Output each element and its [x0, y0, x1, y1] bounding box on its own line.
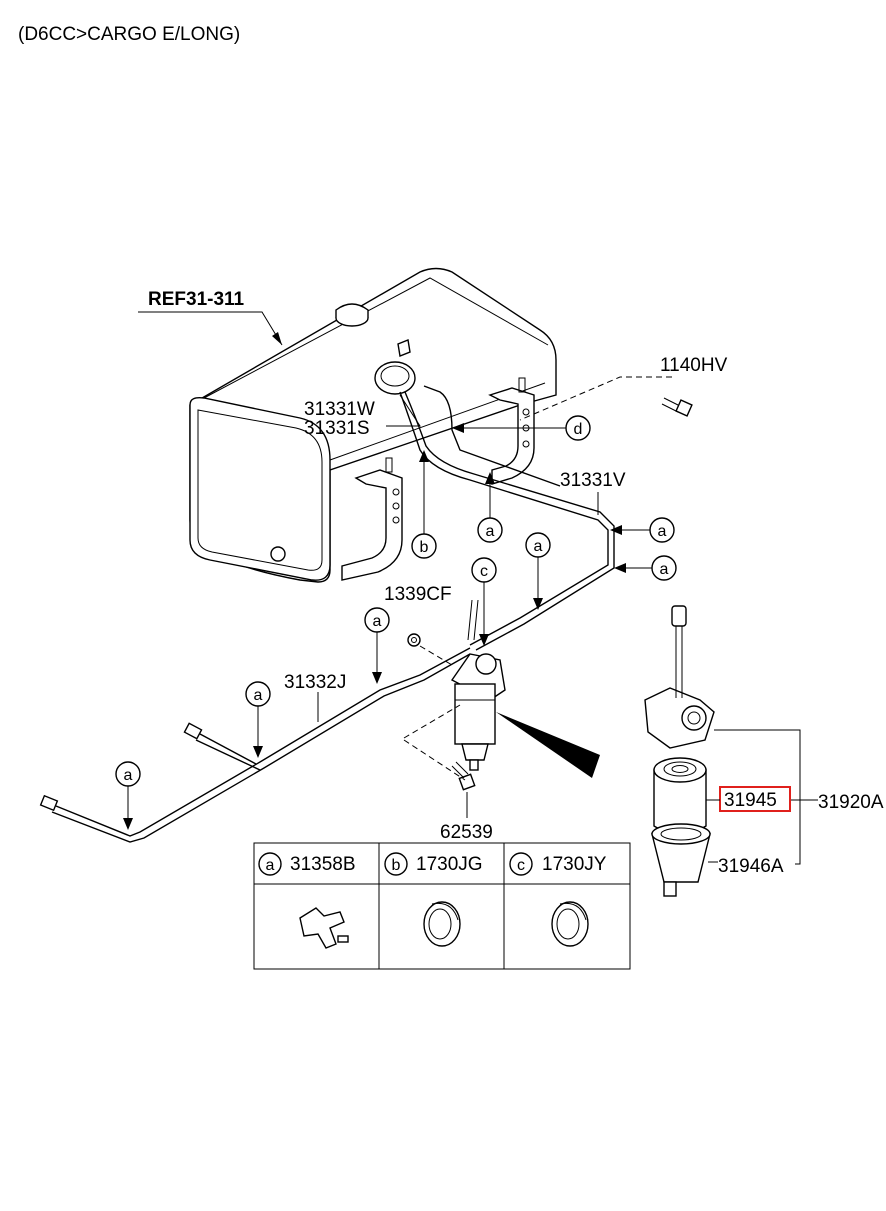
- label-31920A[interactable]: 31920A: [818, 792, 884, 813]
- svg-text:a: a: [660, 561, 669, 578]
- svg-text:a: a: [124, 767, 133, 784]
- legend-item-a[interactable]: a 31358B: [258, 852, 356, 949]
- label-31331V[interactable]: 31331V: [560, 470, 626, 491]
- legend-item-c[interactable]: c 1730JY: [509, 852, 607, 947]
- model-title: (D6CC>CARGO E/LONG): [18, 24, 240, 45]
- svg-text:d: d: [574, 421, 583, 438]
- svg-text:a: a: [373, 613, 382, 630]
- callout-a-6[interactable]: a: [245, 681, 271, 707]
- svg-text:c: c: [480, 563, 488, 580]
- svg-text:31358B: 31358B: [290, 854, 356, 875]
- fuel-filter-assembly[interactable]: [450, 599, 506, 771]
- callout-d[interactable]: d: [565, 415, 591, 441]
- svg-text:a: a: [658, 523, 667, 540]
- callout-b[interactable]: b: [411, 533, 437, 559]
- ref-label[interactable]: REF31-311: [148, 289, 245, 310]
- clamp-31358B-icon: [299, 907, 349, 949]
- callout-c[interactable]: c: [471, 557, 497, 583]
- callout-a-2[interactable]: a: [649, 517, 675, 543]
- label-1339CF[interactable]: 1339CF: [384, 584, 452, 605]
- svg-text:b: b: [420, 539, 429, 556]
- svg-text:a: a: [486, 523, 495, 540]
- grommet-1730JG-icon: [423, 901, 461, 947]
- filter-head[interactable]: [644, 605, 715, 749]
- svg-text:c: c: [517, 857, 525, 874]
- svg-text:a: a: [266, 857, 275, 874]
- svg-text:a: a: [534, 538, 543, 555]
- bolt-1140HV[interactable]: [661, 397, 693, 417]
- label-31331S[interactable]: 31331S: [304, 418, 370, 439]
- tank-bracket-front: [341, 457, 403, 581]
- label-62539[interactable]: 62539: [440, 822, 493, 843]
- svg-text:b: b: [392, 857, 401, 874]
- label-31332J[interactable]: 31332J: [284, 672, 346, 693]
- callout-a-1[interactable]: a: [477, 517, 503, 543]
- callout-a-7[interactable]: a: [115, 761, 141, 787]
- svg-text:1730JG: 1730JG: [416, 854, 483, 875]
- label-31331W[interactable]: 31331W: [304, 399, 375, 420]
- legend-item-b[interactable]: b 1730JG: [384, 852, 483, 947]
- filler-cap[interactable]: [335, 303, 369, 327]
- fuel-tank[interactable]: [189, 267, 557, 583]
- legend-table: a 31358B b 1730JG c 1730JY: [253, 842, 631, 970]
- callout-a-5[interactable]: a: [364, 607, 390, 633]
- callout-a-3[interactable]: a: [651, 555, 677, 581]
- label-31946A[interactable]: 31946A: [718, 856, 784, 877]
- filter-element-31945[interactable]: [653, 757, 707, 835]
- svg-text:1730JY: 1730JY: [542, 854, 607, 875]
- filter-bowl-31946A[interactable]: [651, 823, 711, 897]
- svg-text:a: a: [254, 687, 263, 704]
- highlight-box-31945: [719, 786, 791, 812]
- label-31945[interactable]: 31945: [724, 790, 777, 811]
- clip-1339CF[interactable]: [407, 633, 421, 647]
- fuel-sender-unit[interactable]: [374, 361, 416, 395]
- fuel-line-31332J[interactable]: [55, 647, 471, 837]
- label-1140HV[interactable]: 1140HV: [660, 355, 728, 376]
- grommet-1730JY-icon: [551, 901, 589, 947]
- callout-a-4[interactable]: a: [525, 532, 551, 558]
- bolt-62539[interactable]: [451, 761, 476, 791]
